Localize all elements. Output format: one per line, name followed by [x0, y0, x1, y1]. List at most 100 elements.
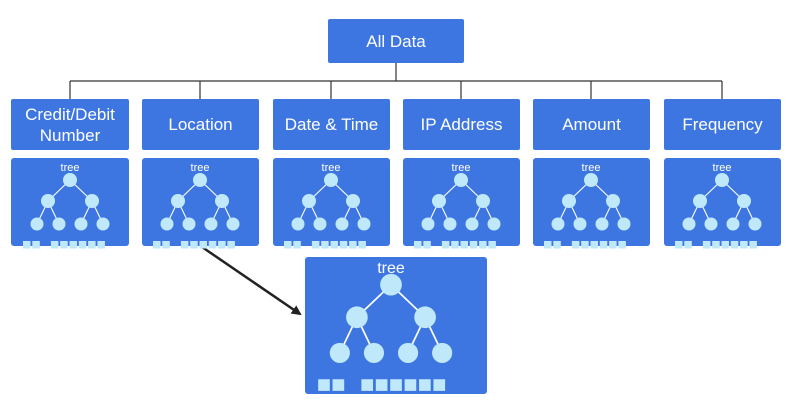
- tree-location-leaf-node: [160, 217, 174, 231]
- tree-location-data-square: [208, 241, 217, 249]
- tree-ip-address-data-square: [488, 241, 496, 249]
- tree-ip-address-node: [476, 194, 490, 208]
- tree-frequency-data-square: [684, 241, 692, 249]
- tree-location-data-square: [227, 241, 235, 249]
- expanded-tree-leaf-node: [363, 342, 385, 363]
- expanded-tree-data-square: [361, 379, 374, 391]
- tree-ip-address-leaf-node: [443, 217, 457, 231]
- tree-location-data-square: [153, 241, 161, 249]
- expanded-tree-data-square: [332, 379, 345, 391]
- expanded-tree-leaf-node: [432, 342, 453, 363]
- tree-credit-debit-data-square: [78, 241, 87, 249]
- tree-credit-debit-node: [41, 194, 55, 208]
- tree-ip-address-data-square: [441, 241, 450, 249]
- tree-label-frequency: tree: [713, 162, 732, 174]
- tree-amount-data-square: [571, 241, 580, 249]
- tree-date-time-root-node: [324, 173, 338, 187]
- tree-frequency-data-square: [721, 241, 729, 249]
- tree-credit-debit-leaf-node: [74, 217, 88, 231]
- tree-amount-root-node: [584, 173, 598, 187]
- tree-credit-debit-data-square: [32, 241, 40, 249]
- tree-ip-address-data-square: [479, 241, 487, 249]
- root-node-all-data: All Data: [328, 19, 464, 63]
- category-amount: Amount: [533, 99, 650, 150]
- tree-location-data-square: [162, 241, 170, 249]
- tree-amount-data-square: [618, 241, 626, 249]
- tree-ip-address-data-square: [469, 241, 478, 249]
- tree-date-time-data-square: [358, 241, 366, 249]
- tree-panel-credit-debit: [11, 158, 129, 246]
- expanded-tree-leaf-node: [329, 342, 350, 363]
- tree-date-time-data-square: [321, 241, 329, 249]
- tree-date-time-data-square: [349, 241, 357, 249]
- tree-date-time-node: [346, 194, 360, 208]
- tree-amount-node: [562, 194, 576, 208]
- tree-graphics: [23, 173, 762, 391]
- category-ip-address: IP Address: [403, 99, 520, 150]
- expanded-tree-data-square: [433, 379, 446, 391]
- tree-label-amount: tree: [582, 162, 601, 174]
- tree-frequency-leaf-node: [704, 217, 718, 231]
- tree-credit-debit-root-node: [63, 173, 77, 187]
- tree-credit-debit-leaf-node: [52, 217, 66, 231]
- tree-label-location: tree: [191, 162, 210, 174]
- tree-ip-address-node: [432, 194, 446, 208]
- expanded-tree-data-square: [318, 379, 330, 391]
- tree-ip-address-leaf-node: [465, 217, 479, 231]
- category-credit-debit-number: Credit/Debit Number: [11, 99, 129, 150]
- tree-credit-debit-data-square: [60, 241, 68, 249]
- tree-ip-address-leaf-node: [421, 217, 435, 231]
- tree-date-time-node: [302, 194, 316, 208]
- tree-frequency-leaf-node: [682, 217, 696, 231]
- tree-date-time-data-square: [293, 241, 301, 249]
- tree-date-time-leaf-node: [291, 217, 305, 231]
- tree-location-data-square: [190, 241, 198, 249]
- tree-amount-leaf-node: [551, 217, 565, 231]
- tree-date-time-data-square: [330, 241, 338, 249]
- expanded-tree-data-square: [419, 379, 431, 391]
- tree-ip-address-leaf-node: [487, 217, 501, 231]
- expanded-tree-node: [346, 306, 368, 329]
- tree-location-node: [171, 194, 185, 208]
- hierarchy-connectors: [69, 63, 723, 99]
- tree-ip-address-data-square: [451, 241, 459, 249]
- category-location: Location: [142, 99, 259, 150]
- tree-date-time-leaf-node: [335, 217, 349, 231]
- tree-location-data-square: [180, 241, 189, 249]
- tree-credit-debit-data-square: [23, 241, 31, 249]
- tree-date-time-data-square: [339, 241, 348, 249]
- tree-credit-debit-data-square: [50, 241, 59, 249]
- tree-credit-debit-data-square: [97, 241, 105, 249]
- tree-credit-debit-data-square: [69, 241, 77, 249]
- expanded-tree-data-square: [375, 379, 388, 391]
- tree-frequency-data-square: [740, 241, 748, 249]
- tree-panel-date-time: [273, 158, 390, 246]
- tree-ip-address-data-square: [460, 241, 468, 249]
- tree-panel-frequency: [664, 158, 781, 246]
- tree-credit-debit-leaf-node: [96, 217, 110, 231]
- tree-location-leaf-node: [182, 217, 196, 231]
- tree-frequency-leaf-node: [748, 217, 762, 231]
- tree-frequency-root-node: [715, 173, 729, 187]
- tree-credit-debit-data-square: [88, 241, 96, 249]
- tree-amount-data-square: [581, 241, 589, 249]
- tree-panel-location: [142, 158, 259, 246]
- tree-frequency-data-square: [730, 241, 739, 249]
- tree-panel-ip-address: [403, 158, 520, 246]
- category-frequency: Frequency: [664, 99, 781, 150]
- tree-amount-data-square: [609, 241, 617, 249]
- tree-location-data-square: [218, 241, 226, 249]
- tree-date-time-data-square: [284, 241, 292, 249]
- category-date-time: Date & Time: [273, 99, 390, 150]
- tree-panel-amount: [533, 158, 650, 246]
- tree-date-time-data-square: [311, 241, 320, 249]
- tree-amount-data-square: [599, 241, 608, 249]
- tree-frequency-data-square: [749, 241, 757, 249]
- expanded-tree-root-node: [380, 273, 402, 296]
- tree-frequency-leaf-node: [726, 217, 740, 231]
- tree-frequency-data-square: [675, 241, 683, 249]
- tree-ip-address-data-square: [414, 241, 422, 249]
- tree-amount-data-square: [544, 241, 552, 249]
- tree-label-ip-address: tree: [452, 162, 471, 174]
- tree-frequency-data-square: [712, 241, 720, 249]
